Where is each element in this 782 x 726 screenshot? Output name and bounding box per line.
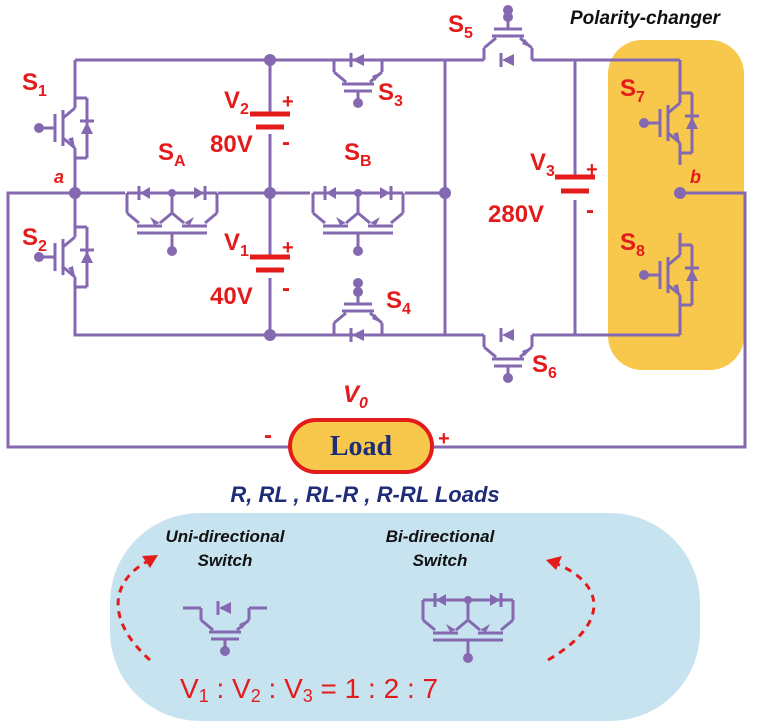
load-plus: + — [438, 428, 450, 450]
node-b: b — [690, 167, 701, 187]
legend-uni-title-line1: Uni-directional — [165, 527, 285, 546]
label-s8: S8 — [620, 229, 645, 260]
label-s5: S5 — [448, 11, 473, 42]
battery-v2 — [250, 111, 290, 130]
legend-arrow-right — [547, 561, 596, 662]
label-s7: S7 — [620, 75, 645, 106]
legend-uni-title-line2: Switch — [198, 551, 253, 570]
bidirectional-switch-sb — [311, 184, 405, 258]
label-sb: SB — [344, 139, 372, 170]
v2-minus: - — [282, 129, 290, 156]
output-voltage-label: V0 — [343, 381, 368, 412]
label-v3: V3 — [530, 149, 555, 180]
polarity-changer-title: Polarity-changer — [570, 8, 722, 29]
v1-minus: - — [282, 275, 290, 302]
label-s1: S1 — [22, 69, 47, 100]
value-v2: 80V — [210, 131, 253, 158]
v3-plus: + — [586, 159, 598, 181]
legend-arrow-left — [116, 558, 151, 662]
legend-bi-title-line2: Switch — [413, 551, 468, 570]
load-types-caption: R, RL , RL-R , R-RL Loads — [230, 482, 499, 507]
value-v3: 280V — [488, 201, 544, 228]
battery-v1 — [250, 254, 290, 273]
v3-minus: - — [586, 197, 594, 224]
label-s3: S3 — [378, 79, 403, 110]
junction-dots — [69, 54, 686, 341]
load-box — [288, 418, 434, 474]
label-s4: S4 — [386, 287, 411, 318]
bidirectional-switch-sa — [125, 184, 219, 258]
value-v1: 40V — [210, 283, 253, 310]
switch-s2 — [32, 213, 96, 301]
label-s6: S6 — [532, 351, 557, 382]
label-v2: V2 — [224, 87, 249, 118]
label-s2: S2 — [22, 224, 47, 255]
switch-s5 — [464, 10, 552, 69]
voltage-ratio: V1 : V2 : V3 = 1 : 2 : 7 — [180, 673, 438, 706]
v2-plus: + — [282, 91, 294, 113]
load-label: Load — [330, 431, 393, 462]
label-v1: V1 — [224, 229, 249, 260]
legend-bi-title-line1: Bi-directional — [386, 527, 496, 546]
v1-plus: + — [282, 237, 294, 259]
label-sa: SA — [158, 139, 186, 170]
battery-v3 — [555, 174, 595, 194]
load-minus: - — [264, 422, 272, 449]
node-a: a — [54, 167, 64, 187]
